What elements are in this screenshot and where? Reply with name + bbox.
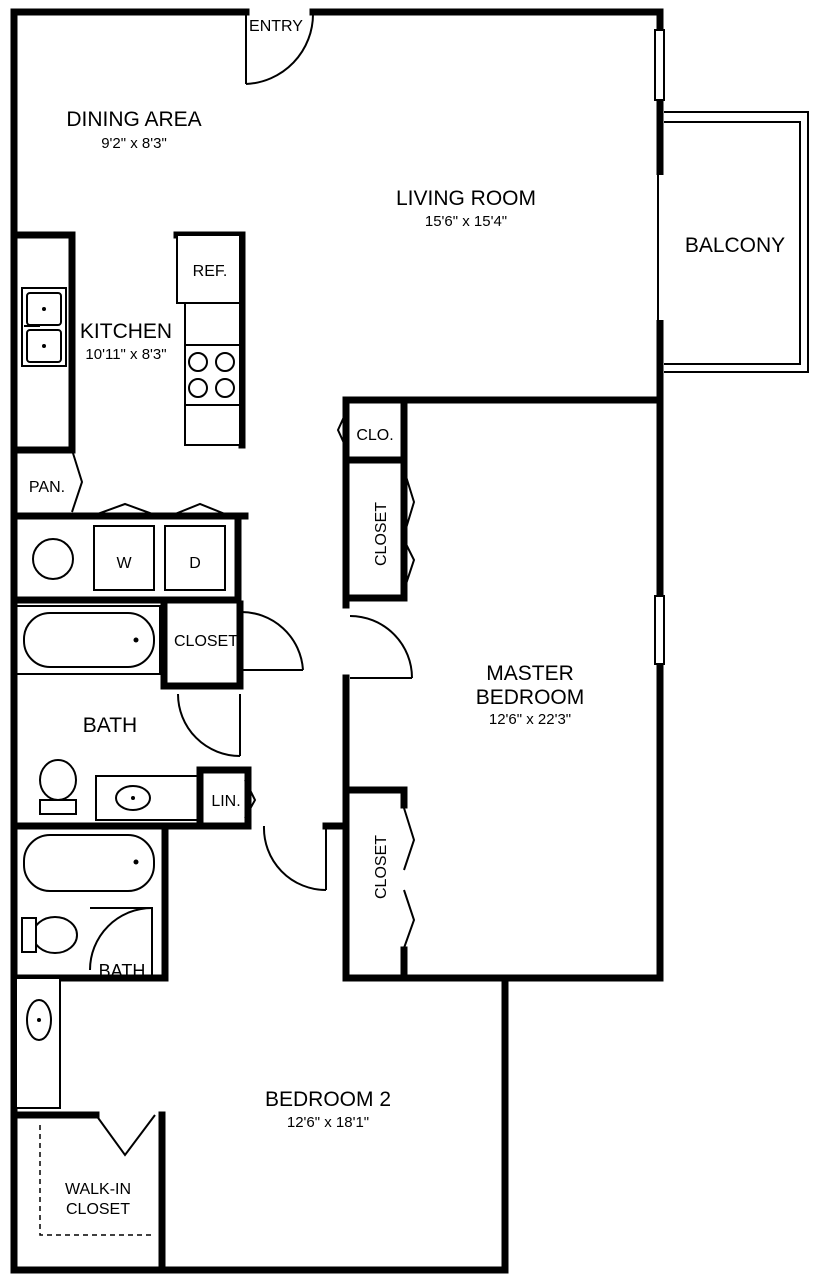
- hall-closet-label: CLOSET: [174, 633, 238, 650]
- entry-label: ENTRY: [249, 18, 303, 35]
- bedroom2-door[interactable]: [262, 822, 350, 891]
- living-size: 15'6" x 15'4": [425, 213, 507, 230]
- master-closet-bottom-label: CLOSET: [373, 835, 390, 899]
- pantry: [10, 446, 249, 520]
- dryer-label: D: [189, 555, 201, 572]
- linen-label: LIN.: [211, 793, 240, 810]
- walkin-line1: WALK-IN: [65, 1181, 131, 1198]
- living-name: LIVING ROOM: [396, 187, 536, 210]
- walkin-closet: [10, 1111, 166, 1274]
- washer-label: W: [116, 555, 132, 572]
- clo-label: CLO.: [356, 427, 393, 444]
- window-master: [654, 595, 665, 665]
- dining-size: 9'2" x 8'3": [101, 135, 167, 152]
- kitchen-name: KITCHEN: [80, 320, 172, 343]
- bath1-door[interactable]: [177, 693, 241, 757]
- window-living: [654, 29, 665, 101]
- bath1-label: BATH: [83, 714, 137, 737]
- bath2-label: BATH: [99, 961, 146, 981]
- master-closet-bottom: [403, 807, 416, 949]
- hall-closet: [160, 600, 304, 690]
- bath2-fixtures: [10, 822, 169, 1109]
- master-walls: [342, 396, 664, 982]
- clo-closet: [336, 407, 408, 464]
- master-door[interactable]: [349, 615, 413, 679]
- entry-door[interactable]: [245, 12, 315, 85]
- linen-closet: [196, 766, 257, 830]
- bedroom2-size: 12'6" x 18'1": [287, 1114, 369, 1131]
- walkin-line2: CLOSET: [66, 1201, 130, 1218]
- balcony-slider-door[interactable]: [655, 175, 664, 320]
- master-name-line2: BEDROOM: [476, 686, 585, 709]
- dining-name: DINING AREA: [66, 108, 201, 131]
- master-closet-top-label: CLOSET: [373, 502, 390, 566]
- master-name-line1: MASTER: [486, 662, 574, 685]
- balcony: [664, 111, 809, 373]
- master-closet-top: [403, 469, 416, 591]
- bedroom2-name: BEDROOM 2: [265, 1088, 391, 1111]
- kitchen-island: [173, 231, 246, 449]
- kitchen-counter-left: [10, 231, 76, 454]
- master-size: 12'6" x 22'3": [489, 711, 571, 728]
- ref-label: REF.: [193, 263, 228, 280]
- kitchen-size: 10'11" x 8'3": [85, 346, 166, 363]
- pantry-label: PAN.: [29, 479, 65, 496]
- laundry: [10, 502, 242, 604]
- bath1-fixtures: [10, 605, 252, 830]
- balcony-label: BALCONY: [685, 234, 785, 257]
